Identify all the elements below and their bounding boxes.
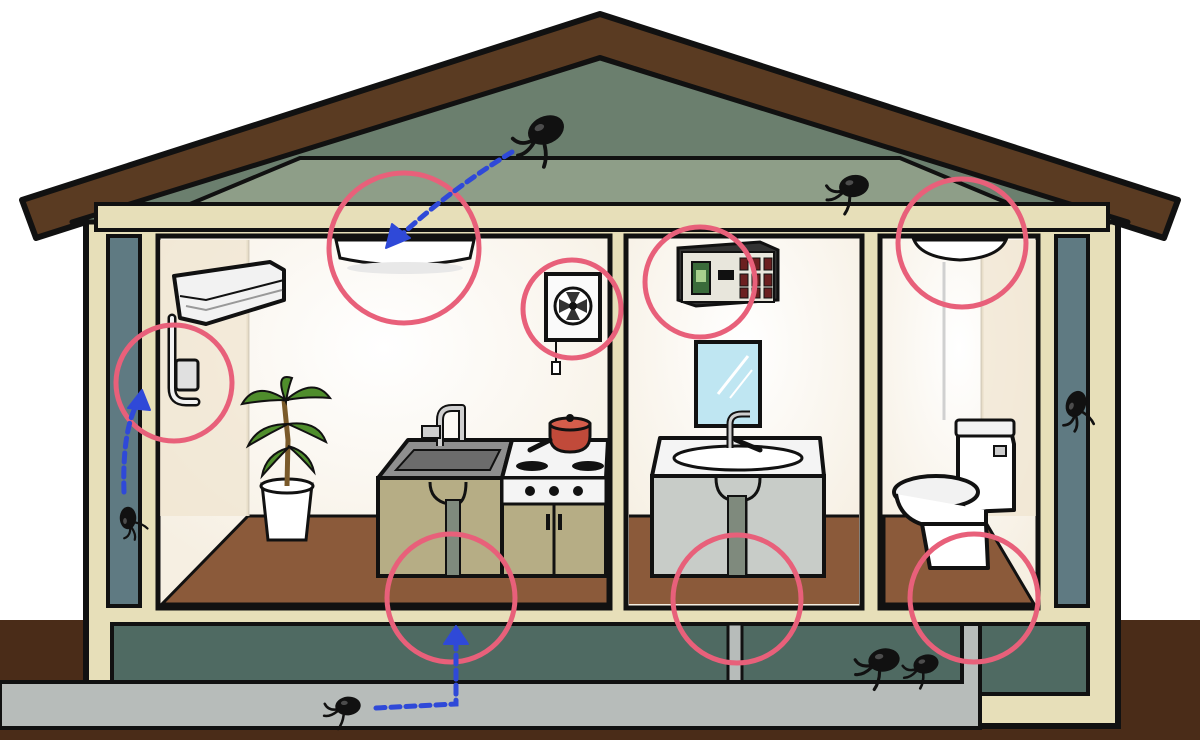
highlight-circles (113, 170, 1041, 666)
highlight-toilet-drain-pipe (907, 531, 1041, 665)
air-conditioner-icon (167, 260, 286, 407)
dashed-arrow-icon (395, 149, 515, 241)
ventilation-fan-icon (544, 272, 602, 375)
highlight-washbasin-drain-pipe (670, 532, 804, 666)
highlight-ceiling-light-toilet (895, 176, 1029, 310)
roof (19, 11, 1181, 241)
highlight-air-conditioner-hose (113, 322, 235, 444)
stove-icon (500, 414, 610, 578)
dashed-arrow-icon (373, 637, 459, 711)
ceiling-light-icon (334, 238, 476, 274)
breaker-panel-icon (676, 240, 780, 308)
potted-plant-icon (240, 376, 333, 542)
sewer-pipe (0, 622, 982, 730)
left-wall-cavity (106, 234, 142, 608)
highlight-ceiling-light-living (326, 170, 482, 326)
kitchen-sink-icon (376, 404, 514, 578)
highlight-breaker-panel (642, 224, 758, 340)
highlight-ventilation-fan (520, 257, 624, 361)
toilet-ceiling-light-icon (911, 238, 1009, 420)
highlight-sink-drain-pipe (384, 531, 518, 665)
washbasin-icon (650, 340, 826, 578)
arrow-heads (127, 223, 469, 645)
